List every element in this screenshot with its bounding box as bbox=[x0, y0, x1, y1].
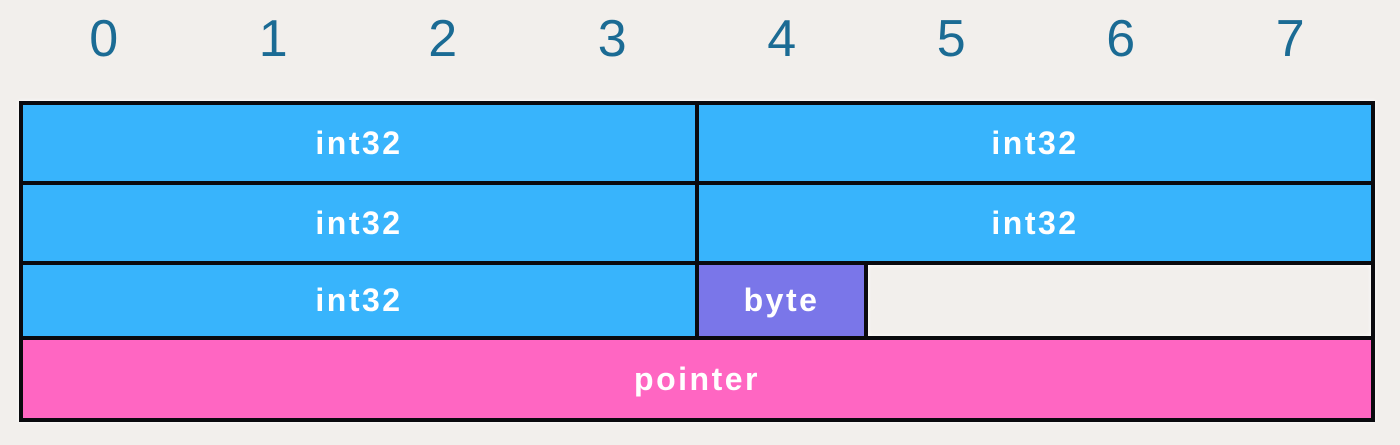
memory-table: int32 int32 int32 int32 int32 byte point… bbox=[19, 101, 1375, 422]
cell-int32: int32 bbox=[695, 101, 1375, 185]
byte-offset-7: 7 bbox=[1275, 10, 1305, 68]
memory-row-1: int32 int32 bbox=[19, 181, 1375, 265]
byte-offset-6: 6 bbox=[1106, 10, 1136, 68]
byte-offset-0: 0 bbox=[89, 10, 119, 68]
cell-int32: int32 bbox=[695, 181, 1375, 265]
memory-row-3: pointer bbox=[19, 336, 1375, 422]
memory-row-2: int32 byte bbox=[19, 261, 1375, 340]
cell-int32: int32 bbox=[19, 261, 699, 340]
cell-int32: int32 bbox=[19, 181, 699, 265]
cell-int32: int32 bbox=[19, 101, 699, 185]
memory-table-wrapper: int32 int32 int32 int32 int32 byte point… bbox=[19, 101, 1375, 422]
byte-offset-5: 5 bbox=[936, 10, 966, 68]
cell-pointer: pointer bbox=[19, 336, 1375, 422]
byte-offset-header: 0 1 2 3 4 5 6 7 bbox=[19, 6, 1375, 72]
memory-row-0: int32 int32 bbox=[19, 101, 1375, 185]
byte-offset-3: 3 bbox=[597, 10, 627, 68]
cell-byte: byte bbox=[695, 261, 868, 340]
byte-offset-2: 2 bbox=[428, 10, 458, 68]
byte-offset-1: 1 bbox=[258, 10, 288, 68]
byte-offset-4: 4 bbox=[767, 10, 797, 68]
cell-empty bbox=[864, 261, 1375, 340]
